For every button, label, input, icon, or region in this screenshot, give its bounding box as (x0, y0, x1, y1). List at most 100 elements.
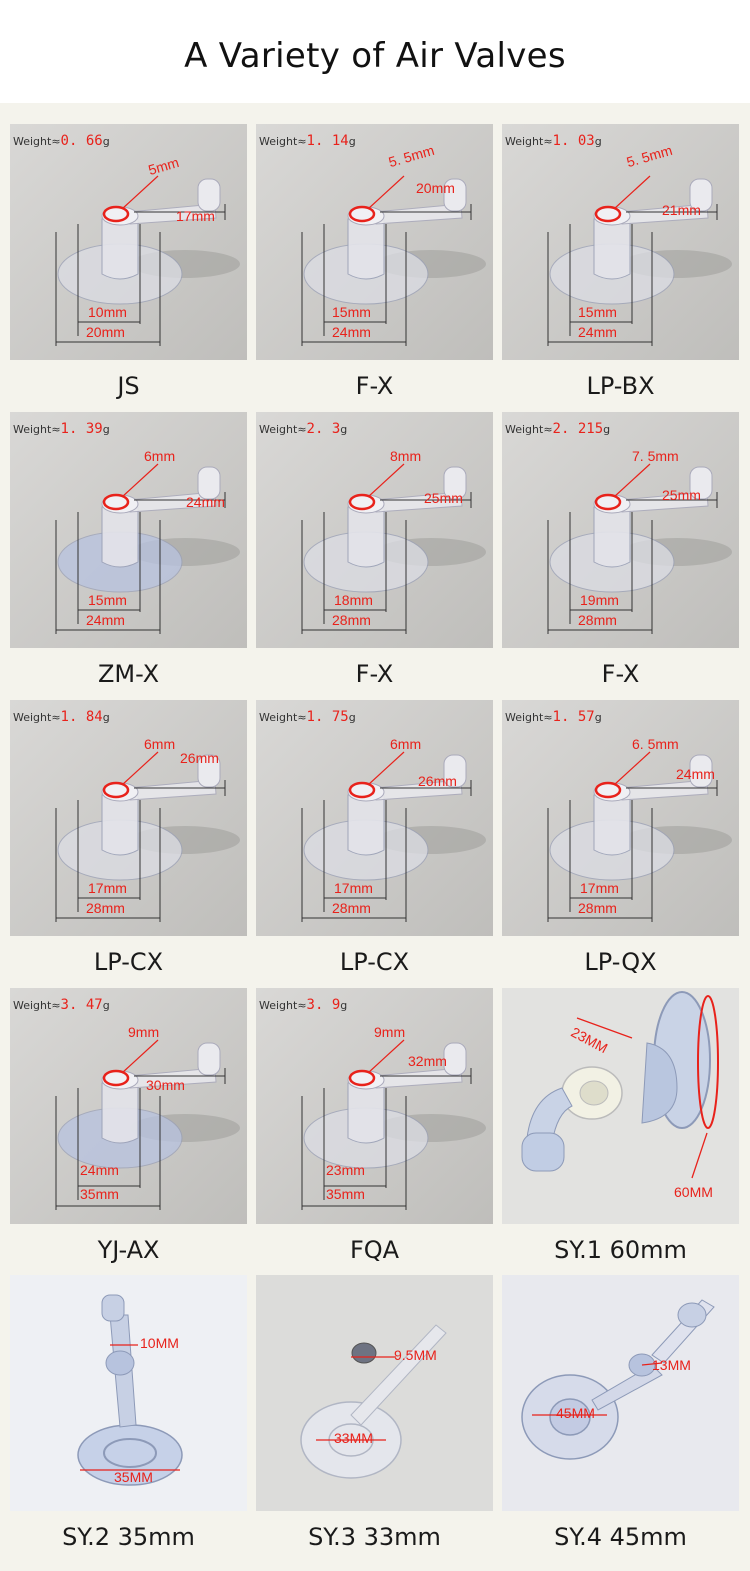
weight-label: Weight≈3. 47g (13, 997, 110, 1013)
weight-prefix: Weight≈ (13, 999, 61, 1012)
dimension-label: 9.5MM (394, 1347, 437, 1363)
weight-label: Weight≈1. 84g (13, 709, 110, 725)
weight-label: Weight≈0. 66g (13, 133, 110, 149)
stem-dimension-label: 17mm (176, 208, 215, 224)
outer-dimension-label: 35mm (326, 1186, 365, 1202)
valve-model-caption: LP-CX (10, 943, 247, 981)
valve-drawing (256, 124, 493, 360)
outer-dimension-label: 28mm (86, 900, 125, 916)
hole-dimension-label: 6mm (390, 736, 422, 752)
stem-dimension-label: 24mm (676, 766, 715, 782)
valve-model-caption: LP-QX (502, 943, 739, 981)
weight-prefix: Weight≈ (505, 423, 553, 436)
weight-label: Weight≈1. 57g (505, 709, 602, 725)
weight-unit: g (594, 135, 602, 148)
weight-prefix: Weight≈ (13, 423, 61, 436)
stem-dimension-label: 32mm (408, 1053, 447, 1069)
valve-drawing (256, 412, 493, 648)
valve-model-caption: SY.4 45mm (502, 1518, 739, 1556)
inner-dimension-label: 17mm (334, 880, 373, 896)
valve-drawing (502, 124, 739, 360)
dimension-label: 35MM (114, 1469, 153, 1485)
outer-dimension-label: 24mm (86, 612, 125, 628)
hole-dimension-label: 7. 5mm (632, 448, 679, 464)
valve-photo: 10MM 35MM (10, 1275, 247, 1511)
valve-model-caption: SY.1 60mm (502, 1231, 739, 1269)
dimension-label: 10MM (140, 1335, 179, 1351)
valve-drawing (502, 412, 739, 648)
inner-dimension-label: 24mm (80, 1162, 119, 1178)
weight-value: 2. 3 (306, 421, 341, 437)
weight-unit: g (594, 711, 602, 724)
weight-label: Weight≈1. 14g (259, 133, 356, 149)
dimension-label: 13MM (652, 1357, 691, 1373)
weight-value: 1. 14 (306, 133, 349, 149)
valve-drawing (502, 988, 739, 1224)
weight-value: 0. 66 (60, 133, 103, 149)
valve-drawing (502, 700, 739, 936)
weight-label: Weight≈1. 75g (259, 709, 356, 725)
weight-prefix: Weight≈ (259, 423, 307, 436)
valve-model-caption: YJ-AX (10, 1231, 247, 1269)
outer-dimension-label: 28mm (332, 900, 371, 916)
hole-dimension-label: 6. 5mm (632, 736, 679, 752)
inner-dimension-label: 17mm (580, 880, 619, 896)
weight-value: 1. 84 (60, 709, 103, 725)
valve-drawing (256, 700, 493, 936)
inner-dimension-label: 15mm (332, 304, 371, 320)
inner-dimension-label: 17mm (88, 880, 127, 896)
stem-dimension-label: 26mm (418, 773, 457, 789)
stem-dimension-label: 25mm (424, 490, 463, 506)
valve-model-caption: SY.2 35mm (10, 1518, 247, 1556)
valve-model-caption: F-X (256, 367, 493, 405)
outer-dimension-label: 24mm (578, 324, 617, 340)
stem-dimension-label: 21mm (662, 202, 701, 218)
valve-drawing (10, 700, 247, 936)
valve-model-caption: ZM-X (10, 655, 247, 693)
valve-drawing (256, 1275, 493, 1511)
valve-drawing (10, 412, 247, 648)
weight-unit: g (102, 135, 110, 148)
hole-dimension-label: 8mm (390, 448, 422, 464)
valve-model-caption: F-X (502, 655, 739, 693)
inner-dimension-label: 15mm (88, 592, 127, 608)
valve-model-caption: LP-CX (256, 943, 493, 981)
weight-unit: g (102, 711, 110, 724)
weight-value: 1. 39 (60, 421, 103, 437)
weight-value: 1. 03 (552, 133, 595, 149)
valve-model-caption: SY.3 33mm (256, 1518, 493, 1556)
weight-value: 1. 75 (306, 709, 349, 725)
stem-dimension-label: 30mm (146, 1077, 185, 1093)
weight-prefix: Weight≈ (13, 135, 61, 148)
valve-card: 10MM 35MM SY.2 35mm (10, 1275, 247, 1556)
weight-label: Weight≈2. 215g (505, 421, 610, 437)
weight-unit: g (340, 999, 348, 1012)
valve-model-caption: LP-BX (502, 367, 739, 405)
weight-label: Weight≈3. 9g (259, 997, 347, 1013)
stem-dimension-label: 25mm (662, 487, 701, 503)
weight-label: Weight≈1. 39g (13, 421, 110, 437)
